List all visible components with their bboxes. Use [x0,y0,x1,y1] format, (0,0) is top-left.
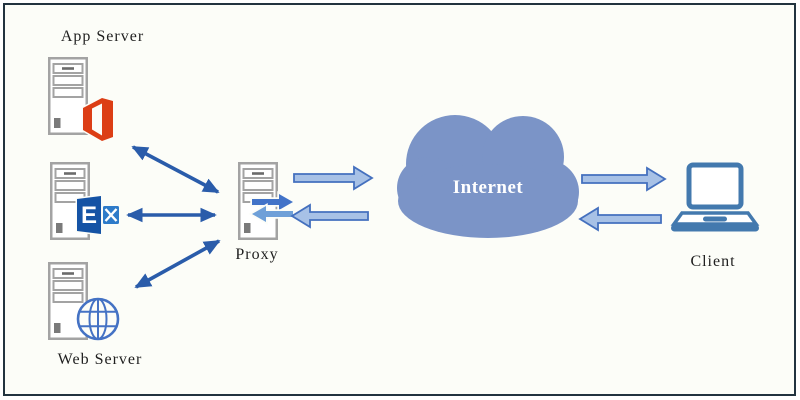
app-server-tower-icon [48,57,88,135]
client-label: Client [690,253,736,270]
arrow-webserver-proxy [134,239,221,289]
server-proxy-arrows [126,145,221,289]
proxy-internet-arrows [290,165,374,229]
internet-client-arrows [578,166,667,232]
web-server-label: Web Server [57,351,143,368]
office-logo-icon [81,96,115,143]
globe-icon [76,297,120,341]
app-server-label: App Server [60,28,145,45]
exchange-logo-icon: E [75,194,121,236]
arrow-internet-to-proxy [290,203,369,229]
arrow-internet-to-client [581,166,667,192]
internet-cloud [397,115,579,238]
exchange-logo-letter: E [81,202,97,229]
internet-label: Internet [452,177,524,198]
arrow-proxy-to-internet [293,165,374,191]
arrow-appserver-proxy [131,145,220,194]
client-laptop-icon [670,162,760,232]
arrow-client-to-internet [578,206,662,232]
proxy-label: Proxy [235,246,279,263]
sync-arrows-icon [248,190,297,226]
